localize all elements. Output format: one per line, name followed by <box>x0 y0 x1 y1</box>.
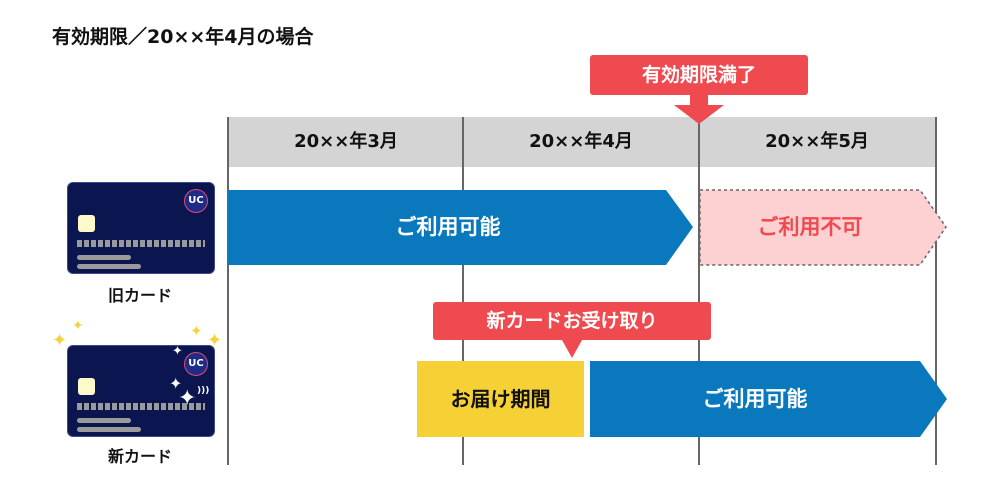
card-line <box>77 427 141 432</box>
page-title: 有効期限／20××年4月の場合 <box>52 26 314 48</box>
card-line <box>77 255 131 260</box>
chip-icon <box>78 215 95 232</box>
card-line <box>77 418 131 423</box>
card-number <box>77 403 205 410</box>
uc-logo: UC <box>184 189 208 213</box>
new-card-available-bar <box>590 361 947 437</box>
month-header-may: 20××年5月 <box>765 131 869 152</box>
chip-icon <box>78 378 95 395</box>
sparkle-icon: ✦ <box>169 374 183 393</box>
old-card-unavailable-bar <box>699 189 947 266</box>
contactless-icon: ))) <box>197 386 210 396</box>
old-card-label: 旧カード <box>107 286 172 305</box>
sparkle-icon: ✦ <box>172 344 183 359</box>
sparkle-icon: ✦ <box>190 322 203 340</box>
expiry-callout-box <box>590 55 808 95</box>
old-card-image: UC <box>67 182 215 274</box>
delivery-period-bar <box>417 361 584 437</box>
delivery-period-label: お届け期間 <box>450 387 551 411</box>
new-card-label: 新カード <box>107 447 172 466</box>
new-card-available-label: ご利用可能 <box>702 387 808 411</box>
card-number <box>77 240 205 247</box>
old-card-available-bar <box>228 190 693 265</box>
receive-callout-box <box>433 302 711 340</box>
card-line <box>77 264 141 269</box>
sparkle-icon: ✦ <box>72 318 84 334</box>
receive-callout: 新カードお受け取り <box>486 310 658 332</box>
expiry-arrow-icon <box>674 95 724 124</box>
month-header-band <box>228 117 936 167</box>
sparkle-icon: ✦ <box>52 330 68 351</box>
old-card-unavailable-label: ご利用不可 <box>757 215 863 239</box>
uc-logo: UC <box>184 352 208 376</box>
new-card-image: UC ✦ ✦ ✦ ))) <box>67 344 215 437</box>
month-header-march: 20××年3月 <box>294 131 398 152</box>
expiry-callout: 有効期限満了 <box>641 64 756 86</box>
receive-pointer-icon <box>562 340 582 358</box>
old-card-available-label: ご利用可能 <box>395 215 501 239</box>
month-header-april: 20××年4月 <box>529 131 633 152</box>
